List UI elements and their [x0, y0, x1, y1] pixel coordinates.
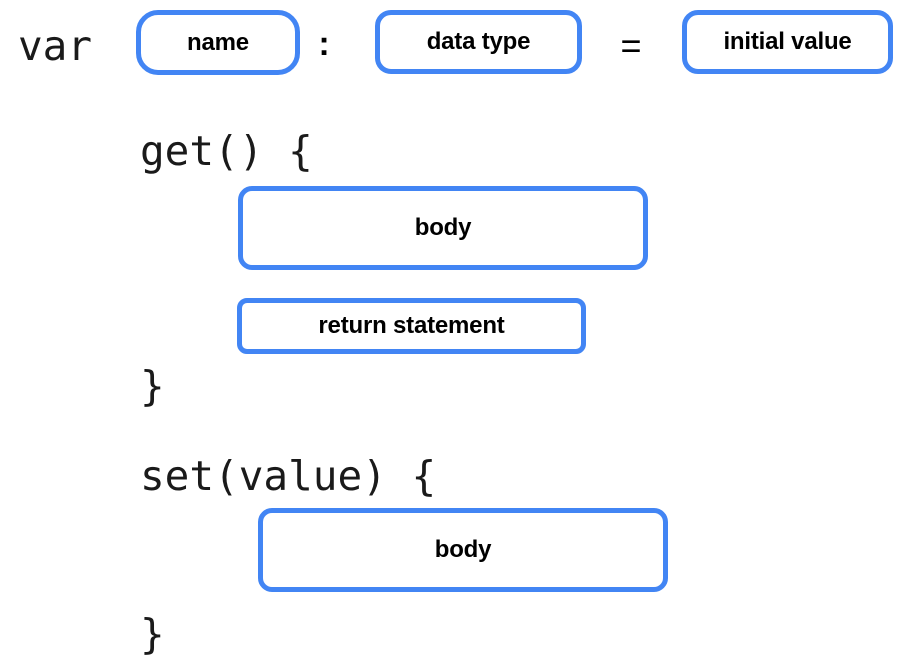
placeholder-label-return-statement: return statement — [318, 312, 505, 339]
getter-open-line: get() { — [140, 127, 313, 175]
placeholder-box-initial-value[interactable]: initial value — [682, 10, 893, 74]
setter-close-line: } — [140, 610, 165, 658]
placeholder-box-data-type[interactable]: data type — [375, 10, 582, 74]
placeholder-box-setter-body[interactable]: body — [258, 508, 668, 592]
colon-separator: : — [318, 25, 330, 63]
equals-separator: = — [620, 25, 642, 66]
placeholder-box-return-statement[interactable]: return statement — [237, 298, 586, 354]
setter-open-line: set(value) { — [140, 452, 437, 500]
getter-close-line: } — [140, 362, 165, 410]
keyword-var: var — [18, 22, 93, 70]
placeholder-label-initial-value: initial value — [723, 28, 852, 55]
placeholder-box-getter-body[interactable]: body — [238, 186, 648, 270]
placeholder-box-name[interactable]: name — [136, 10, 300, 75]
placeholder-label-setter-body: body — [434, 536, 492, 563]
placeholder-label-getter-body: body — [414, 214, 472, 241]
placeholder-label-name: name — [187, 28, 249, 56]
placeholder-label-data-type: data type — [426, 28, 531, 55]
